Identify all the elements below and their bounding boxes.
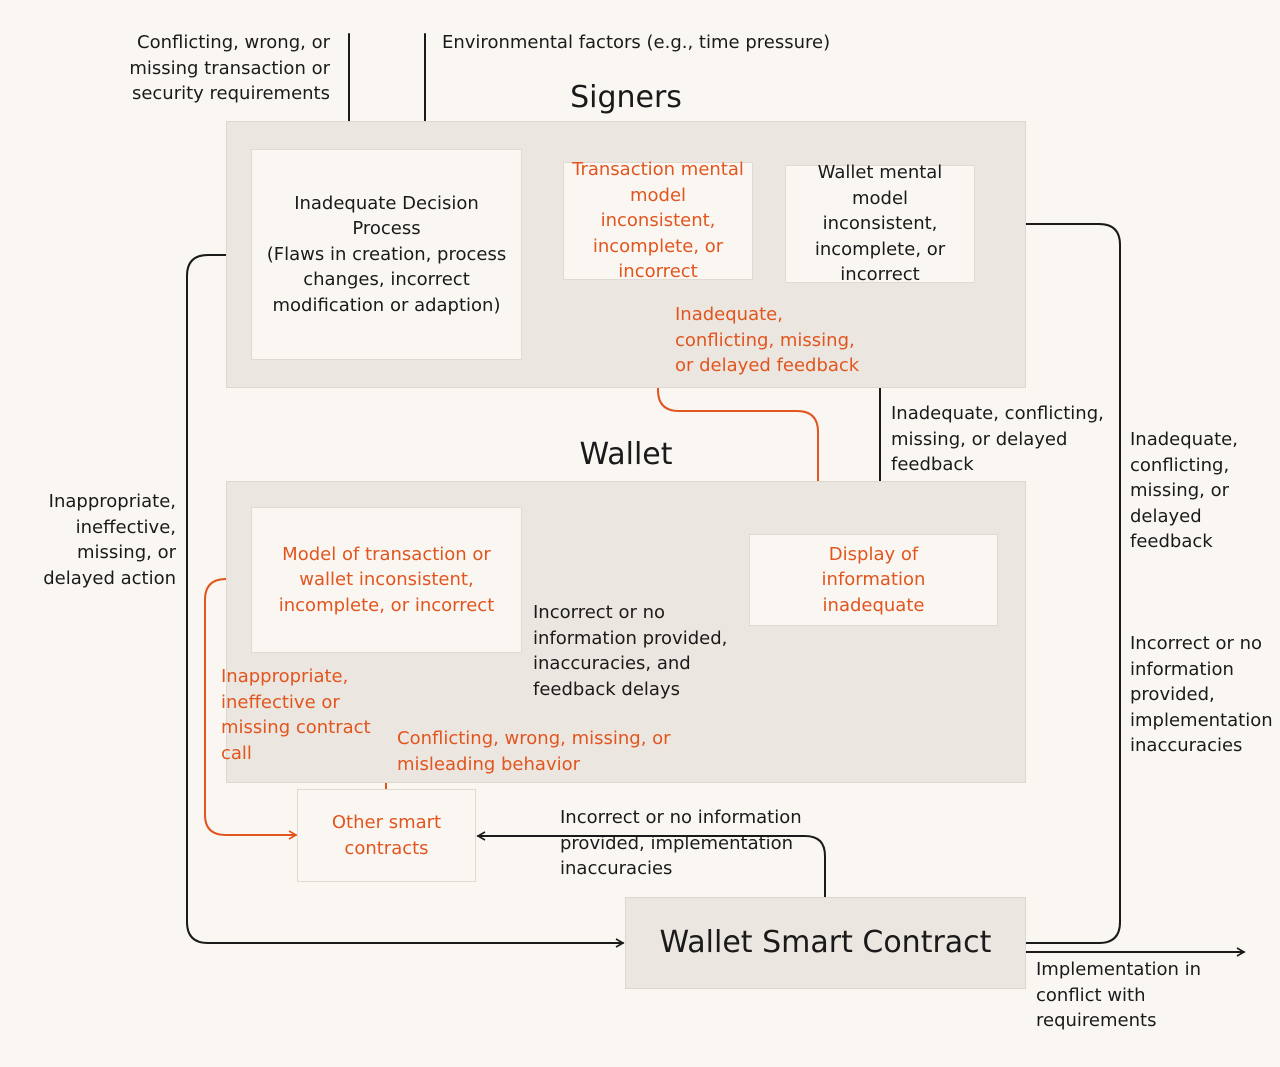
display-information-box: Display of information inadequate xyxy=(749,534,998,626)
inappropriate-call-label: Inappropriate, ineffective or missing co… xyxy=(221,666,371,764)
signers-title: Signers xyxy=(570,80,682,115)
model-of-transaction-text: Model of transaction or wallet inconsist… xyxy=(278,543,495,616)
wallet-mental-model-box: Wallet mental model inconsistent, incomp… xyxy=(785,162,975,285)
incorrect-info-bottom-label: Incorrect or no information provided, im… xyxy=(560,807,802,879)
requirements-label: Conflicting, wrong, or missing transacti… xyxy=(129,32,330,104)
other-smart-contracts-text: Other smart contracts xyxy=(331,812,442,859)
arrow-contract-to-other xyxy=(476,831,826,898)
decision-process-box: Inadequate Decision Process (Flaws in cr… xyxy=(251,149,522,360)
wallet-title: Wallet xyxy=(579,437,673,472)
arrow-display-to-tx-model xyxy=(653,280,819,534)
wallet-smart-contract-box: Wallet Smart Contract xyxy=(625,897,1026,989)
incorrect-info-right-label: Incorrect or no information provided, im… xyxy=(1130,633,1273,756)
display-information-text: Display of information inadequate xyxy=(821,543,926,616)
conflicting-behavior-label: Conflicting, wrong, missing, or misleadi… xyxy=(397,728,671,775)
transaction-mental-model-box: Transaction mental model inconsistent, i… xyxy=(563,159,753,282)
incorrect-info-mid-label: Incorrect or no information provided, in… xyxy=(533,602,728,700)
feedback-right-label: Inadequate, conflicting, missing, or del… xyxy=(1130,429,1238,552)
decision-process-text: Inadequate Decision Process (Flaws in cr… xyxy=(266,192,507,316)
feedback-orange-label: Inadequate, conflicting, missing, or del… xyxy=(675,304,860,376)
arrow-action-to-contract xyxy=(186,254,625,948)
wallet-mental-model-text: Wallet mental model inconsistent, incomp… xyxy=(814,162,946,286)
wallet-smart-contract-text: Wallet Smart Contract xyxy=(659,925,992,960)
inappropriate-action-label: Inappropriate, ineffective, missing, or … xyxy=(43,491,176,589)
model-of-transaction-box: Model of transaction or wallet inconsist… xyxy=(251,507,522,653)
other-smart-contracts-box: Other smart contracts xyxy=(297,789,476,882)
arrow-model-to-other xyxy=(204,578,298,840)
transaction-mental-model-text: Transaction mental model inconsistent, i… xyxy=(572,159,744,283)
arrow-contract-to-wallet-mental xyxy=(975,219,1121,944)
feedback-mid-label: Inadequate, conflicting, missing, or del… xyxy=(891,403,1104,475)
environmental-label: Environmental factors (e.g., time pressu… xyxy=(442,32,831,53)
implementation-conflict-label: Implementation in conflict with requirem… xyxy=(1036,959,1202,1031)
